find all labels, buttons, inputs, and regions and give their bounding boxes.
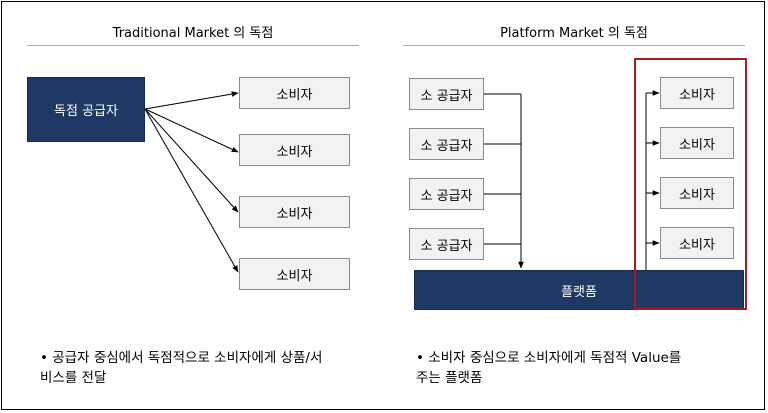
small-supplier-3: 소 공급자 [409, 178, 484, 210]
right-consumer-label: 소비자 [679, 87, 715, 103]
right-consumer-label: 소비자 [679, 137, 715, 153]
small-supplier-4: 소 공급자 [409, 228, 484, 260]
fan-arrow-3 [144, 108, 239, 213]
left-caption-line2: 비스를 전달 [40, 370, 107, 386]
right-consumer-1: 소비자 [660, 77, 734, 109]
left-consumer-label: 소비자 [276, 144, 313, 160]
monopoly-supplier-box: 독점 공급자 [27, 77, 145, 142]
right-caption-line1: 소비자 중심으로 소비자에게 독점적 Value를 [428, 350, 682, 366]
fan-arrow-2 [144, 108, 239, 153]
left-consumer-label: 소비자 [276, 206, 313, 222]
left-consumer-4: 소비자 [239, 258, 350, 290]
monopoly-supplier-label: 독점 공급자 [54, 104, 118, 119]
bullet-dot: • [416, 350, 429, 366]
right-consumer-2: 소비자 [660, 127, 734, 159]
left-consumer-1: 소비자 [239, 77, 350, 109]
right-title-underline [403, 45, 745, 46]
fan-arrow-1 [144, 91, 239, 110]
left-consumer-label: 소비자 [276, 87, 313, 103]
consumer-highlight-box [634, 58, 747, 310]
right-consumer-label: 소비자 [679, 237, 715, 253]
left-caption-line1: 공급자 중심에서 독점적으로 소비자에게 상품/서 [52, 350, 323, 366]
left-consumer-2: 소비자 [239, 134, 350, 166]
small-supplier-1: 소 공급자 [409, 78, 484, 110]
fan-arrow-4 [144, 108, 239, 273]
platform-label: 플랫폼 [561, 284, 597, 300]
small-supplier-label: 소 공급자 [420, 88, 473, 104]
left-title-underline [27, 45, 359, 46]
right-consumer-3: 소비자 [660, 177, 734, 209]
right-caption-line2: 주는 플랫폼 [416, 370, 483, 386]
left-consumer-3: 소비자 [239, 196, 350, 228]
right-caption: • 소비자 중심으로 소비자에게 독점적 Value를 주는 플랫폼 [416, 348, 756, 388]
right-consumer-4: 소비자 [660, 227, 734, 259]
bullet-dot: • [40, 350, 53, 366]
small-supplier-2: 소 공급자 [409, 128, 484, 160]
small-supplier-label: 소 공급자 [420, 238, 473, 254]
platform-bar: 플랫폼 [414, 270, 744, 310]
left-caption: • 공급자 중심에서 독점적으로 소비자에게 상품/서 비스를 전달 [40, 348, 385, 388]
left-consumer-label: 소비자 [276, 268, 313, 284]
left-title: Traditional Market 의 독점 [112, 26, 274, 41]
right-consumer-label: 소비자 [679, 187, 715, 203]
small-supplier-label: 소 공급자 [420, 138, 473, 154]
small-supplier-label: 소 공급자 [420, 188, 473, 204]
right-title: Platform Market 의 독점 [500, 26, 648, 41]
